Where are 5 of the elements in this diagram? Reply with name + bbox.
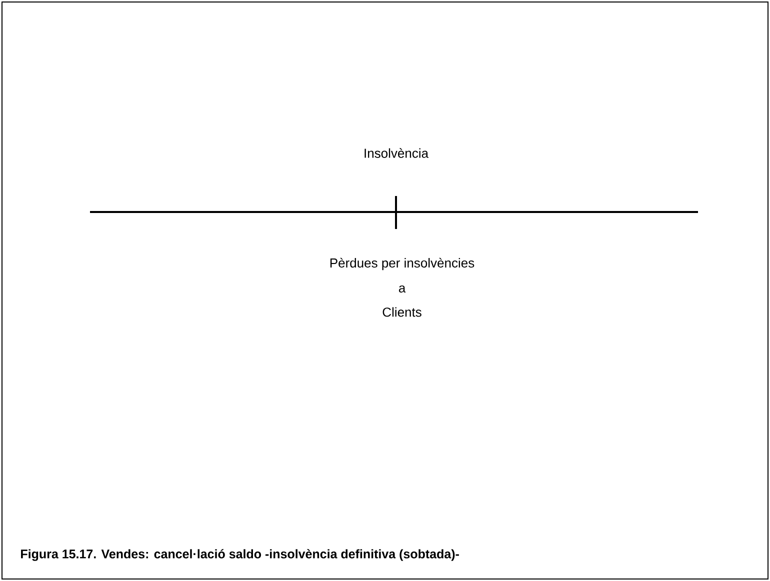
caption: Figura 15.17. Vendes: cancel·lació saldo -insolvència definitiva (sobtada)- xyxy=(21,549,459,561)
label: Clients xyxy=(382,307,422,317)
label: a xyxy=(398,285,406,293)
label: Insolvència xyxy=(364,148,429,158)
label: Pèrdues per insolvències xyxy=(330,258,474,270)
